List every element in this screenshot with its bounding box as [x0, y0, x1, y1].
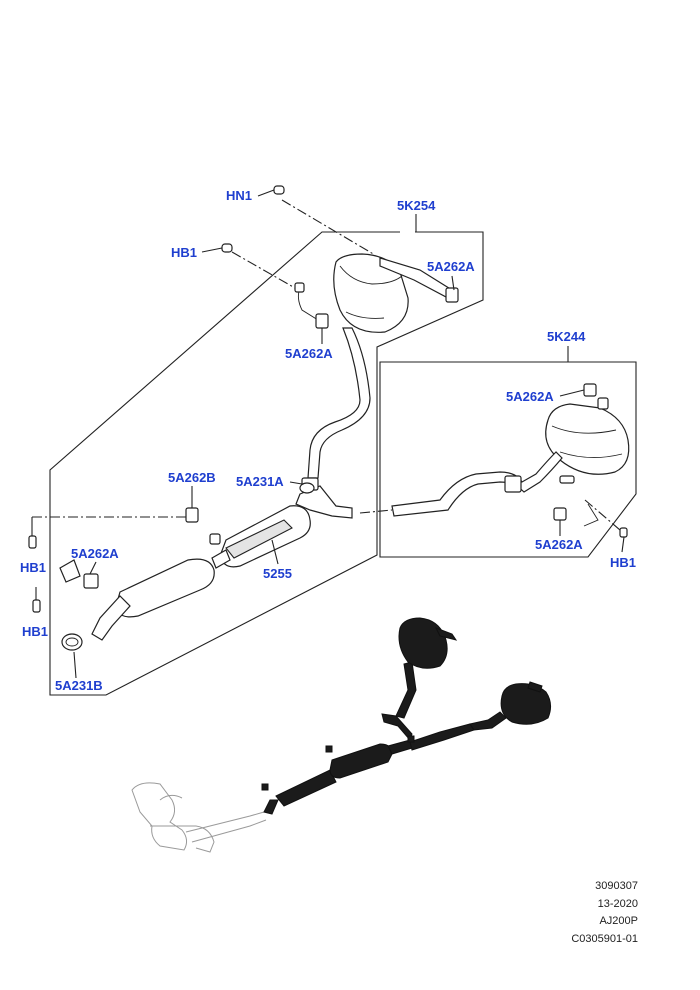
callout-hb1-left: HB1: [20, 560, 46, 575]
rear-silencer-left: [294, 253, 459, 479]
drawing-reference-block: 3090307 13-2020 AJ200P C0305901-01: [571, 878, 638, 948]
callout-5a231a: 5A231A: [236, 474, 284, 489]
centre-silencer: [59, 477, 353, 651]
leader-lines: [73, 189, 625, 679]
bolt-hn1: [273, 185, 285, 195]
bolt-hb1-top: [221, 243, 233, 253]
callout-5255: 5255: [263, 566, 292, 581]
callout-5a262a-a: 5A262A: [427, 259, 475, 274]
callout-5a262a-d: 5A262A: [71, 546, 119, 561]
bolt-hb1-left2: [32, 599, 41, 613]
callout-hb1-left2: HB1: [22, 624, 48, 639]
callout-hb1-top: HB1: [171, 245, 197, 260]
callout-labels: HN1 HB1 5K254 5A262A 5A262A 5K244 5A262A…: [20, 188, 636, 693]
callout-5a231b: 5A231B: [55, 678, 103, 693]
callout-5k244: 5K244: [547, 329, 586, 344]
centerlines: [32, 199, 621, 531]
group-frames: [49, 214, 637, 696]
callout-5a262b: 5A262B: [168, 470, 216, 485]
callout-hn1: HN1: [226, 188, 252, 203]
drawing-number: 3090307: [595, 880, 638, 892]
rear-silencer-right: [391, 383, 630, 538]
fasteners: [28, 185, 285, 613]
callout-5a262a-c: 5A262A: [506, 389, 554, 404]
callout-5a262a-b: 5A262A: [285, 346, 333, 361]
drawing-date: 13-2020: [597, 897, 638, 910]
overview-illustration: [131, 617, 552, 853]
callout-5a262a-e: 5A262A: [535, 537, 583, 552]
callout-hb1-right: HB1: [610, 555, 636, 570]
callout-5k254: 5K254: [397, 198, 436, 213]
bolt-hb1-left: [28, 535, 37, 549]
illustration-code: C0305901-01: [571, 932, 638, 945]
model-code: AJ200P: [599, 915, 638, 927]
